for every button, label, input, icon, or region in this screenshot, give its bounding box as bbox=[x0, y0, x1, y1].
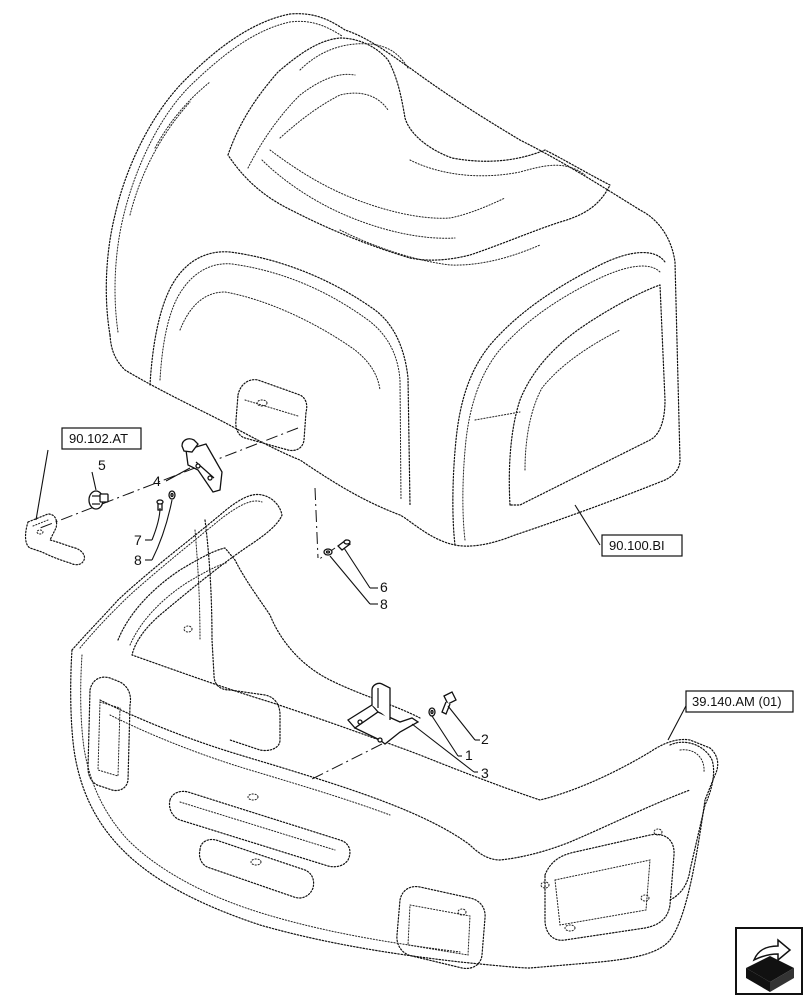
callout-4: 4 bbox=[153, 473, 161, 489]
washer-part-8 bbox=[168, 490, 176, 500]
bracket-assembly bbox=[347, 682, 457, 745]
callout-1: 1 bbox=[465, 747, 473, 763]
reference-counterweight[interactable]: 39.140.AM (01) bbox=[685, 690, 794, 713]
bolt-part-6 bbox=[337, 539, 351, 551]
next-page-arrow-icon[interactable] bbox=[735, 927, 803, 995]
callout-7: 7 bbox=[134, 532, 142, 548]
engine-hood bbox=[105, 13, 681, 547]
reference-handle-label: 90.102.AT bbox=[69, 431, 128, 446]
reference-hood-label: 90.100.BI bbox=[609, 538, 665, 553]
callout-8-right: 8 bbox=[380, 596, 388, 612]
bracket-part-3 bbox=[347, 682, 420, 745]
callouts: 1 2 3 4 5 6 7 8 8 bbox=[98, 457, 489, 781]
callout-8-left: 8 bbox=[134, 552, 142, 568]
counterweight bbox=[70, 493, 719, 970]
callout-3: 3 bbox=[481, 765, 489, 781]
latch-assembly bbox=[88, 438, 223, 511]
callout-5: 5 bbox=[98, 457, 106, 473]
handle bbox=[24, 513, 86, 566]
reference-handle[interactable]: 90.102.AT bbox=[61, 427, 142, 450]
bolt-part-2 bbox=[441, 691, 457, 715]
callout-2: 2 bbox=[481, 731, 489, 747]
callout-6: 6 bbox=[380, 579, 388, 595]
washer-part-1 bbox=[428, 707, 436, 717]
washer-part-8b bbox=[323, 548, 333, 556]
reference-hood[interactable]: 90.100.BI bbox=[601, 534, 683, 557]
hood-fastener bbox=[323, 539, 351, 556]
knob-part bbox=[88, 490, 109, 510]
reference-counterweight-label: 39.140.AM (01) bbox=[692, 694, 782, 709]
leader-lines bbox=[35, 449, 689, 773]
